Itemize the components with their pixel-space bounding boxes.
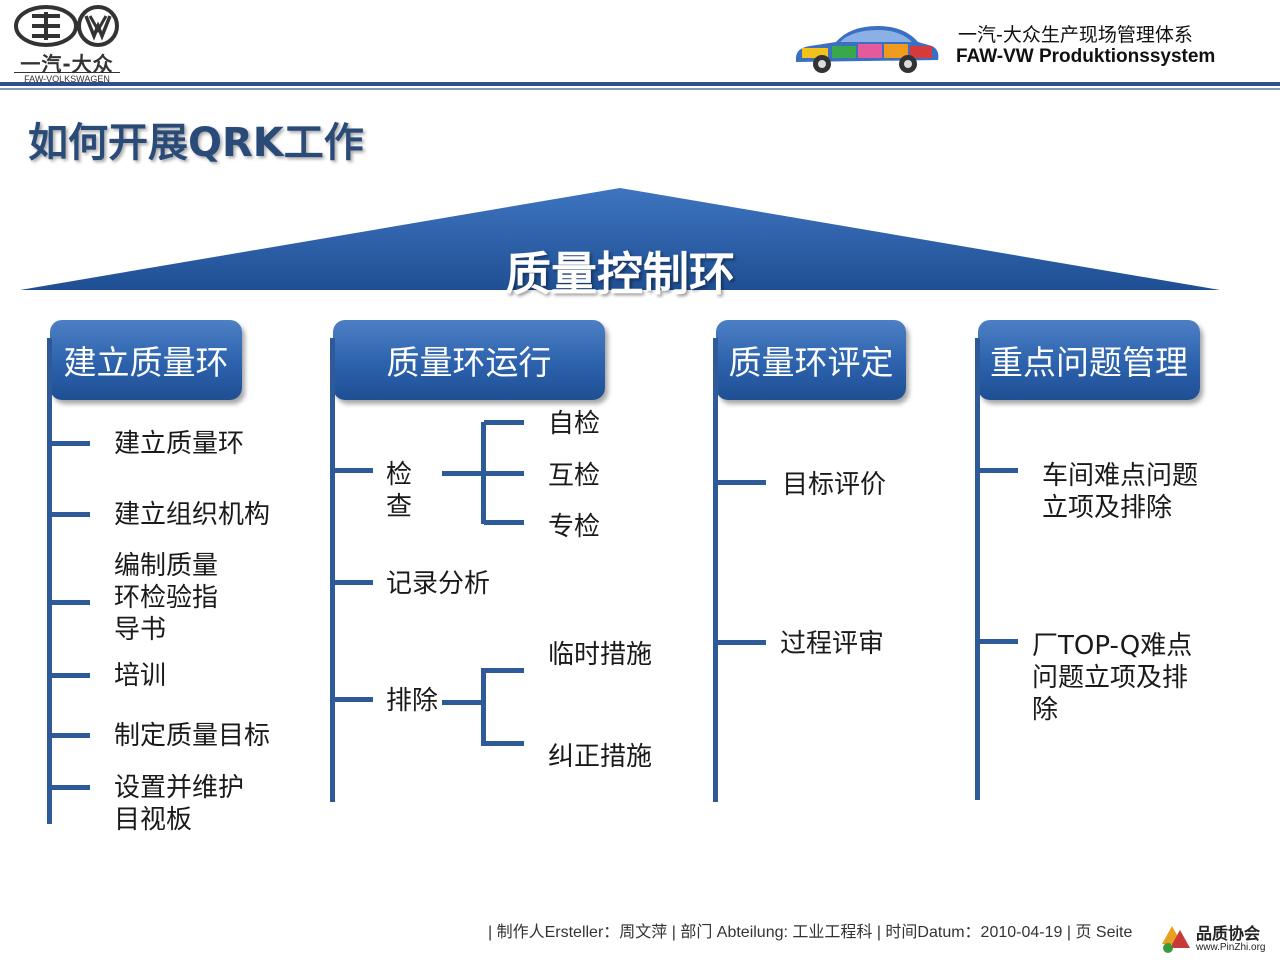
sub-item: 自检: [548, 409, 601, 439]
header-divider-thin: [0, 88, 1280, 90]
branch-line: [484, 668, 524, 673]
branch-line: [484, 420, 524, 425]
branch-line: [52, 512, 90, 517]
column-header-run: 质量环运行: [333, 320, 605, 400]
car-icon: [796, 26, 939, 73]
branch-line: [718, 640, 766, 645]
column-header-build: 建立质量环: [50, 320, 242, 400]
system-title-cn: 一汽-大众生产现场管理体系: [958, 24, 1193, 46]
branch-line: [980, 468, 1018, 473]
column-line: [330, 338, 335, 802]
watermark-text: 品质协会: [1196, 924, 1261, 943]
header-divider: [0, 82, 1280, 86]
sub-item: 互检: [548, 461, 601, 491]
system-title-de: FAW-VW Produktionssystem: [956, 46, 1216, 67]
list-item: 车间难点问题 立项及排除: [1042, 461, 1199, 523]
branch-line: [442, 471, 484, 476]
roof-shape: [20, 188, 1220, 290]
column-header-evaluate: 质量环评定: [716, 320, 906, 400]
column-line: [975, 338, 980, 800]
page-title: 如何开展QRK工作: [28, 120, 364, 166]
roof-label: 质量控制环: [505, 247, 735, 301]
list-item: 建立组织机构: [114, 500, 271, 530]
logo-subtext: FAW-VOLKSWAGEN: [14, 72, 120, 84]
list-item: 厂TOP-Q难点 问题立项及排 除: [1032, 631, 1193, 725]
sub-branch-line: [481, 668, 486, 746]
branch-line: [335, 580, 373, 585]
list-item: 培训: [114, 661, 167, 691]
column-line: [713, 338, 718, 802]
branch-line: [442, 700, 484, 705]
branch-line: [52, 733, 90, 738]
column-header-key-issues: 重点问题管理: [978, 320, 1200, 400]
list-item: 制定质量目标: [114, 721, 271, 751]
list-item: 过程评审: [780, 629, 885, 659]
column-line: [47, 338, 52, 824]
branch-line: [484, 741, 524, 746]
branch-line: [52, 785, 90, 790]
branch-line: [335, 468, 373, 473]
branch-line: [52, 600, 90, 605]
sub-item: 纠正措施: [548, 742, 653, 772]
branch-line: [52, 441, 90, 446]
list-item: 目标评价: [782, 470, 887, 500]
branch-line: [52, 673, 90, 678]
sub-branch-line: [481, 422, 486, 524]
slide-footer: | 制作人Ersteller：周文萍 | 部门 Abteilung: 工业工程科…: [488, 924, 1133, 941]
branch-line: [980, 639, 1018, 644]
branch-line: [484, 471, 524, 476]
list-item: 建立质量环: [114, 429, 245, 459]
list-item-inspection: 检 查: [386, 460, 413, 522]
branch-line: [718, 480, 766, 485]
watermark-logo-icon: [1162, 926, 1190, 953]
brand-emblem-icon: [14, 5, 119, 47]
list-item: 记录分析: [386, 569, 491, 599]
branch-line: [335, 697, 373, 702]
sub-item: 专检: [548, 512, 601, 542]
sub-item: 临时措施: [548, 640, 653, 670]
list-item: 编制质量 环检验指 导书: [114, 551, 219, 645]
branch-line: [484, 520, 524, 525]
watermark-url: www.PinZhi.org: [1196, 942, 1266, 953]
faw-vw-logo: 一汽-大众 FAW-VOLKSWAGEN: [14, 4, 120, 84]
list-item: 设置并维护 目视板: [114, 773, 245, 835]
list-item-eliminate: 排除: [386, 686, 439, 716]
